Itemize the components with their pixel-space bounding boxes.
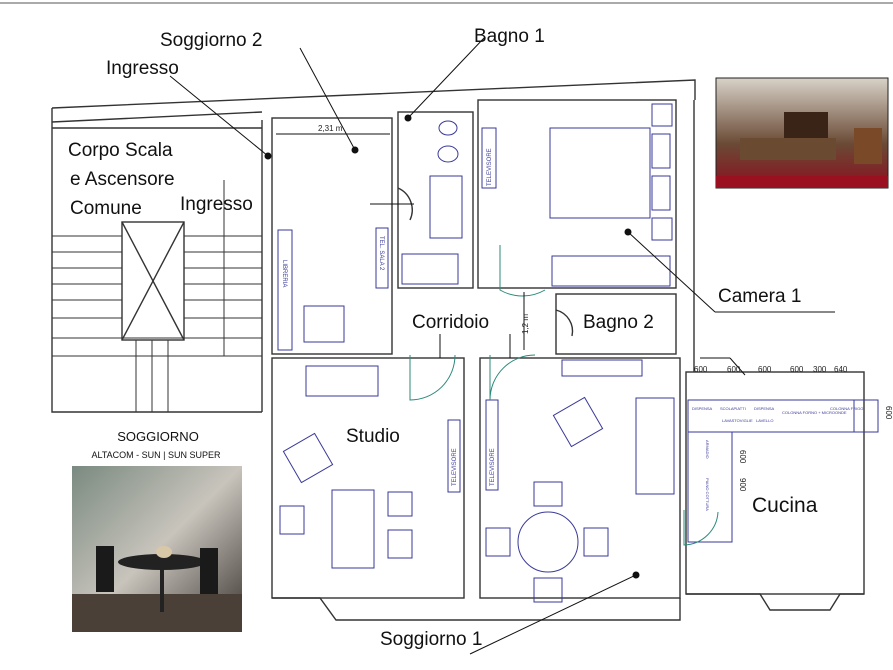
walls (51, 79, 865, 621)
leader-lines (169, 37, 835, 655)
room-label-ingresso-top: Ingresso (106, 58, 179, 79)
label-lavello: LAVELLO (756, 418, 774, 423)
label-colonna-frigo: COLONNA FRIGO (830, 406, 863, 411)
photo-caption-subtitle: ALTACOM - SUN | SUN SUPER (91, 450, 221, 460)
label-tel-sala2: TEL. SALA 2 (378, 236, 384, 271)
dim-sogg2-width: 2,31 m (318, 124, 343, 133)
room-label-bagno1: Bagno 1 (474, 26, 545, 47)
label-scolapiatti: SCOLAPIATTI (720, 406, 746, 411)
bedroom-photo (715, 77, 889, 189)
dim-kitchen-top: 600 (758, 365, 772, 374)
dim-kitchen-left: 900 (738, 478, 747, 492)
label-dispensa: DISPENSA (692, 406, 713, 411)
dim-kitchen-top: 600 (790, 365, 804, 374)
label-televisore: TELEVISORE (452, 448, 458, 486)
doors (397, 187, 719, 546)
label-lavastoviglie: LAVASTOVIGLIE (722, 418, 753, 423)
label-piano-cottura: PIANO COTTURA (705, 478, 710, 511)
stairs (52, 180, 262, 412)
room-label-ingresso: Ingresso (180, 194, 253, 215)
dim-corridor-width: 1,2 m (521, 314, 530, 334)
dim-kitchen-top: 640 (834, 365, 848, 374)
photo-caption-title: SOGGIORNO (117, 429, 199, 444)
room-label-camera1: Camera 1 (718, 286, 801, 307)
label-televisore: TELEVISORE (490, 448, 496, 486)
dim-kitchen-top: 600 (694, 365, 708, 374)
label-colonna-forno: COLONNA FORNO + MICROONDE (782, 410, 847, 415)
furniture (277, 103, 879, 603)
room-label-corpo-scala-3: Comune (70, 198, 142, 219)
room-label-bagno2: Bagno 2 (583, 312, 654, 333)
dim-kitchen-top: 600 (727, 365, 741, 374)
room-label-studio: Studio (346, 426, 400, 447)
living-room-photo (72, 466, 242, 632)
label-libreria: LIBRERIA (281, 260, 287, 287)
room-label-corpo-scala-1: Corpo Scala (68, 140, 173, 161)
dim-kitchen-right: 600 (884, 406, 893, 420)
room-label-soggiorno2: Soggiorno 2 (160, 30, 262, 51)
room-label-cucina: Cucina (752, 494, 818, 517)
label-armadio: ARMADIO (705, 440, 710, 459)
dim-kitchen-left: 600 (738, 450, 747, 464)
room-label-corridoio: Corridoio (412, 312, 489, 333)
room-label-soggiorno1: Soggiorno 1 (380, 629, 482, 650)
dim-kitchen-top: 300 (813, 365, 827, 374)
label-televisore: TELEVISORE (487, 148, 493, 186)
room-label-corpo-scala-2: e Ascensore (70, 169, 175, 190)
label-dispensa: DISPENSA (754, 406, 775, 411)
